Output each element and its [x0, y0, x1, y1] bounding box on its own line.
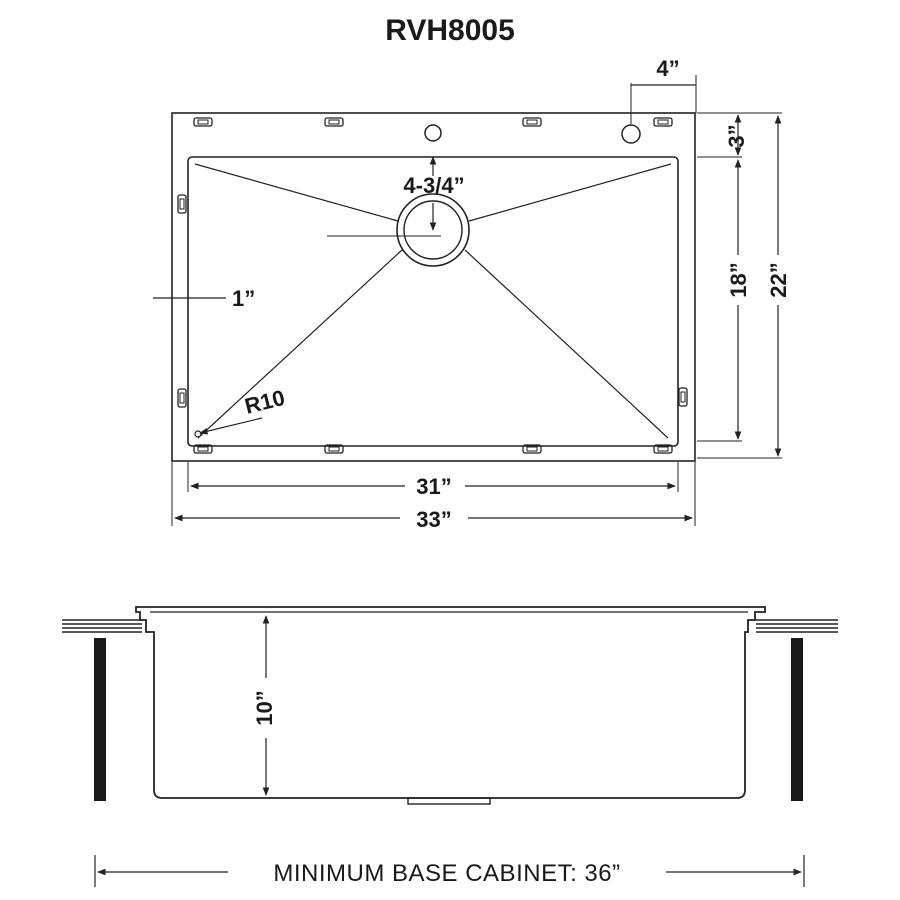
side-drain — [407, 797, 491, 805]
faucet-hole-right — [621, 124, 641, 144]
drain-inner — [403, 200, 463, 260]
cabinet-label: MINIMUM BASE CABINET: 36” — [273, 860, 620, 887]
sink-profile — [135, 606, 766, 799]
countertop-right — [756, 619, 838, 633]
cabinet-wall-right — [791, 638, 803, 801]
countertop-left — [62, 619, 142, 633]
drain-outer — [396, 193, 470, 267]
outer-deck-outline — [171, 112, 696, 462]
bowl-slope-lines — [194, 163, 672, 439]
corner-radius-label: R10 — [242, 385, 287, 419]
drain-label: 4-3/4” — [403, 173, 464, 198]
bowl-height-label: 10” — [252, 690, 277, 725]
faucet-hole-center — [424, 124, 442, 142]
rim-label: 1” — [232, 286, 255, 311]
cabinet-wall-left — [94, 638, 106, 801]
faucet-offset-label: 4” — [656, 56, 679, 81]
deck-depth-label: 3” — [724, 124, 749, 147]
corner-radius-leader — [199, 417, 263, 435]
corner-radius-marker — [194, 430, 202, 438]
overall-width-label: 33” — [416, 507, 451, 532]
top-view: 4-3/4” 1” R10 4” 3” 18” 22” — [153, 56, 791, 532]
bowl-width-label: 31” — [416, 474, 451, 499]
overall-depth-label: 22” — [766, 262, 791, 297]
bowl-depth-label: 18” — [726, 262, 751, 297]
model-title: RVH8005 — [385, 14, 515, 47]
side-view: 10” MINIMUM BASE CABINET: 36” — [62, 606, 838, 887]
